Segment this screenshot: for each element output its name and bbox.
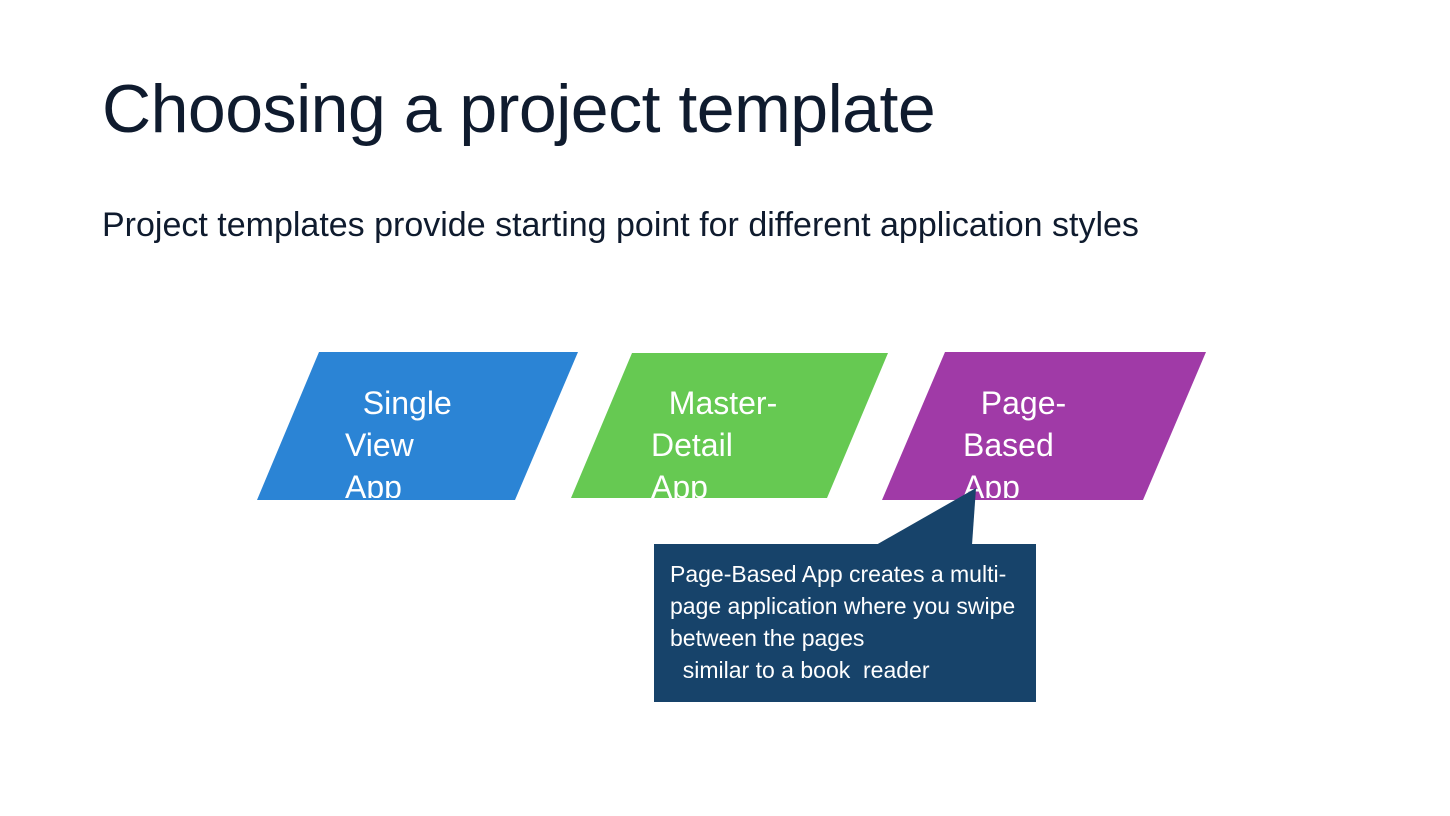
- template-single-view-app: Single View App: [257, 352, 578, 500]
- slide-subtitle: Project templates provide starting point…: [102, 206, 1139, 244]
- page-based-app-shape: [882, 352, 1206, 500]
- slide-title: Choosing a project template: [102, 71, 936, 147]
- callout-shape: [654, 488, 1036, 702]
- callout-text: Page-Based App creates a multi-page appl…: [670, 561, 1016, 683]
- page-based-app-callout: Page-Based App creates a multi-page appl…: [654, 480, 1036, 702]
- master-detail-app-shape: [571, 353, 888, 498]
- master-detail-app-label: Master- Detail App: [651, 385, 778, 498]
- single-view-app-shape: [257, 352, 578, 500]
- page-based-app-label: Page- Based App: [963, 385, 1067, 498]
- template-master-detail-app: Master- Detail App: [571, 353, 888, 498]
- template-page-based-app: Page- Based App: [882, 352, 1206, 500]
- single-view-app-label: Single View App: [345, 385, 452, 498]
